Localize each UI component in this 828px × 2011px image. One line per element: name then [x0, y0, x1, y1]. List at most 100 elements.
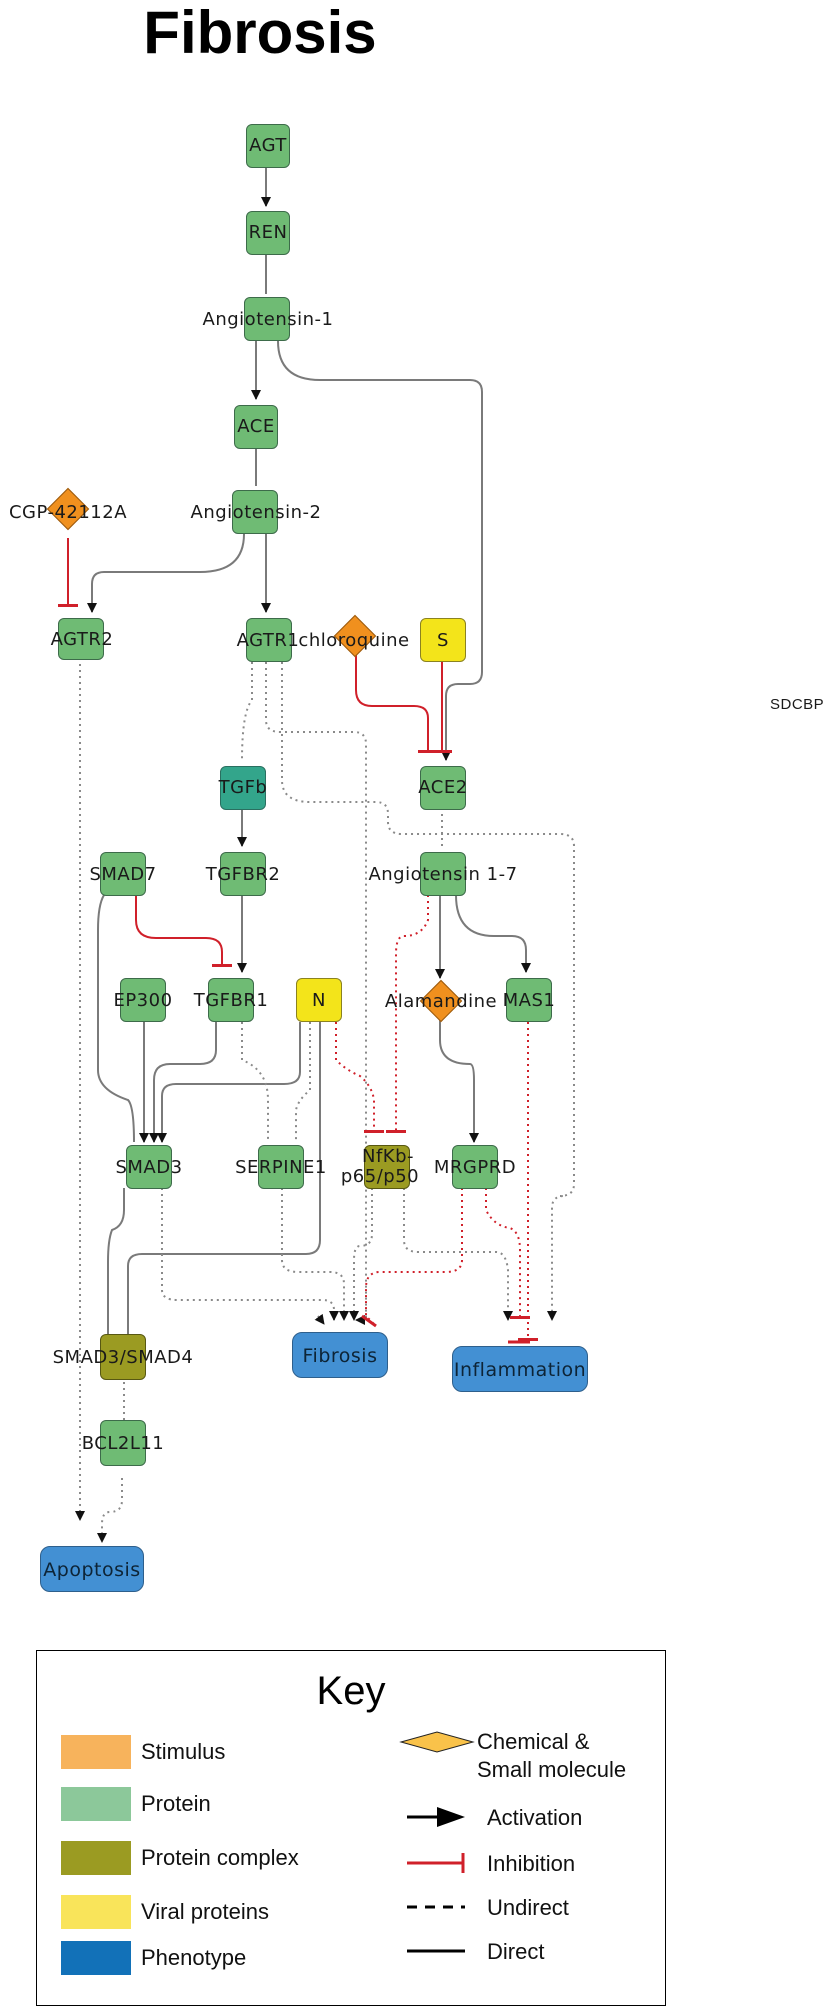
node-smad7[interactable] [100, 852, 146, 896]
node-ace2[interactable] [420, 766, 466, 810]
legend-chemical-line1: Chemical & [477, 1729, 590, 1754]
edge-smad7-tgfbr1 [135, 895, 232, 967]
node-nfkb[interactable] [364, 1145, 410, 1189]
label-tgfbr1: TGFBR1 [193, 990, 269, 1011]
node-serpine1[interactable] [258, 1145, 304, 1189]
label-smad3smad4: SMAD3/SMAD4 [52, 1347, 194, 1368]
legend-activation-arrow-icon [407, 1807, 465, 1827]
label-ace2: ACE2 [418, 777, 468, 798]
legend-phenotype: Phenotype [141, 1945, 247, 1970]
node-bcl2l11[interactable] [100, 1420, 146, 1466]
phenotype-apoptosis[interactable] [40, 1546, 144, 1592]
edge-alamandine-mrgprd [439, 1018, 479, 1143]
label-cgp42112a: CGP-42112A [8, 502, 128, 523]
label-tgfb: TGFb [218, 777, 268, 798]
label-ep300: EP300 [113, 990, 173, 1011]
edge-fibrosis-self [314, 1313, 325, 1325]
node-mrgprd[interactable] [452, 1145, 498, 1189]
label-agt: AGT [249, 135, 287, 156]
swatch-protein [61, 1787, 131, 1821]
edge-tgfbr1-serpine1 [241, 1022, 269, 1142]
node-tgfb[interactable] [220, 766, 266, 810]
label-nfkb-line1: NfKb- [361, 1146, 415, 1167]
node-tgfbr2[interactable] [220, 852, 266, 896]
label-phenotype-apoptosis: Apoptosis [43, 1559, 141, 1581]
node-angiotensin1[interactable] [244, 297, 290, 341]
edge-ang17-mas1 [455, 894, 531, 973]
label-angiotensin17: Angiotensin 1-7 [368, 864, 518, 885]
label-ren: REN [248, 222, 288, 243]
edge-angiotensin1-ace2 [277, 340, 483, 761]
label-agtr2: AGTR2 [50, 629, 114, 650]
node-n[interactable] [296, 978, 342, 1022]
legend-chemical-diamond-icon [399, 1731, 475, 1753]
edge-smad7-smad3 [97, 894, 135, 1143]
edge-chloroquine-ace2 [355, 652, 438, 753]
edge-nfkb-fibrosis [349, 1188, 373, 1321]
node-agtr1[interactable] [246, 618, 292, 662]
phenotype-fibrosis[interactable] [292, 1332, 388, 1378]
swatch-viral-proteins [61, 1895, 131, 1929]
legend-undirect: Undirect [487, 1895, 569, 1920]
label-s: S [437, 630, 449, 651]
node-smad3smad4[interactable] [100, 1334, 146, 1380]
label-angiotensin1: Angiotensin-1 [202, 309, 334, 330]
legend-chemical-line2: Small molecule [477, 1757, 627, 1782]
legend-stimulus: Stimulus [141, 1739, 226, 1764]
label-serpine1: SERPINE1 [235, 1157, 327, 1178]
node-ren[interactable] [246, 211, 290, 255]
label-smad7: SMAD7 [89, 864, 157, 885]
legend-box: Key Stimulus Protein Protein complex Vir… [36, 1650, 666, 2006]
node-angiotensin2[interactable] [232, 490, 278, 534]
node-tgfbr1[interactable] [208, 978, 254, 1022]
node-agtr2[interactable] [58, 618, 104, 660]
label-angiotensin2: Angiotensin-2 [190, 502, 322, 523]
legend-inhibition: Inhibition [487, 1851, 576, 1876]
label-sdcbp: SDCBP [770, 696, 825, 713]
label-nfkb-line2: p65/p50 [340, 1166, 420, 1187]
legend-viral-proteins: Viral proteins [141, 1899, 269, 1924]
edge-agtr1-fibrosis [265, 662, 367, 1325]
swatch-protein-complex [61, 1841, 131, 1875]
legend-direct-line-icon [407, 1949, 465, 1953]
node-ep300[interactable] [120, 978, 166, 1022]
legend-protein-complex: Protein complex [141, 1845, 299, 1870]
node-smad3[interactable] [126, 1145, 172, 1189]
label-phenotype-inflammation: Inflammation [453, 1359, 587, 1381]
edge-mrgprd-inflammation [485, 1188, 530, 1319]
legend-undirect-line-icon [407, 1905, 465, 1909]
node-s[interactable] [420, 618, 466, 662]
label-tgfbr2: TGFBR2 [205, 864, 281, 885]
edge-angiotensin2-agtr2 [87, 533, 245, 613]
diagram-title: Fibrosis [143, 0, 377, 66]
label-mrgprd: MRGPRD [433, 1157, 517, 1178]
label-smad3: SMAD3 [115, 1157, 183, 1178]
edge-n-nfkb [335, 1022, 384, 1133]
phenotype-inflammation[interactable] [452, 1346, 588, 1392]
label-ace: ACE [237, 416, 275, 437]
label-agtr1: AGTR1 [236, 630, 300, 651]
swatch-phenotype [61, 1941, 131, 1975]
swatch-stimulus [61, 1735, 131, 1769]
label-mas1: MAS1 [502, 990, 556, 1011]
node-mas1[interactable] [506, 978, 552, 1022]
edge-mrgprd-fibrosis [365, 1188, 463, 1327]
node-agt[interactable] [246, 124, 290, 168]
edge-agtr1-tgfb [241, 662, 253, 761]
legend-title: Key [316, 1669, 386, 1713]
legend-inhibition-tee-icon [407, 1853, 465, 1873]
edge-n-smad3 [157, 1022, 301, 1143]
edge-tgfbr1-smad3 [149, 1022, 217, 1143]
node-angiotensin17[interactable] [420, 852, 466, 896]
edge-ang17-nfkb [386, 895, 429, 1133]
label-chloroquine: chloroquine [298, 630, 410, 651]
edge-n-serpine1 [295, 1022, 311, 1142]
label-phenotype-fibrosis: Fibrosis [302, 1345, 378, 1367]
legend-activation: Activation [487, 1805, 583, 1830]
label-alamandine: Alamandine [384, 991, 498, 1012]
edge-bcl2l11-apoptosis [97, 1478, 123, 1543]
node-ace[interactable] [234, 405, 278, 449]
edge-agtr1-inflammation [281, 662, 575, 1321]
